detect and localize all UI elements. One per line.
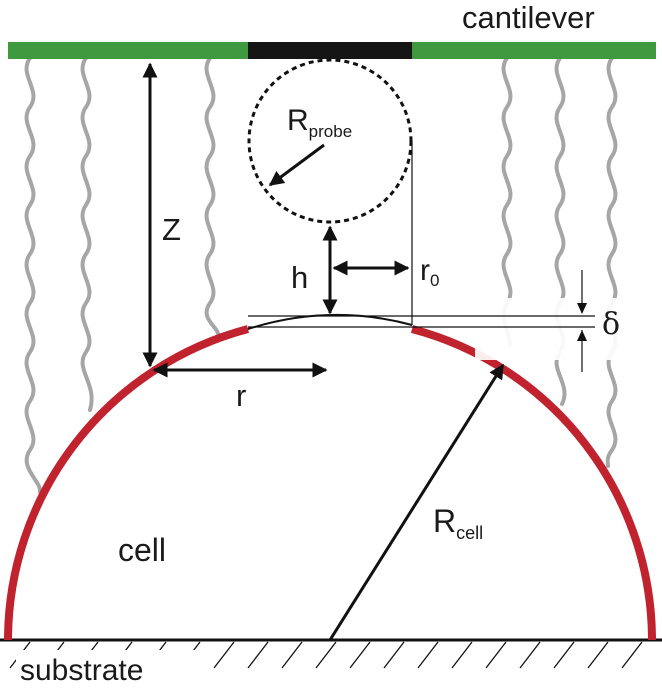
r-probe-label: Rprobe [287,104,352,141]
cantilever-bar-left [8,42,248,59]
z-label: Z [162,212,181,247]
cell-membrane [410,325,656,641]
tether-line [24,56,42,494]
h-label: h [291,260,308,295]
cell-membrane [4,325,250,641]
r-cell-arrow [328,363,505,641]
delta-label: δ [602,307,620,342]
r0-label: r0 [420,254,439,290]
tether-line [605,56,618,468]
indented-membrane [247,313,413,330]
delta-arrowhead-lower [577,330,587,341]
cantilever-bar-right [412,42,656,59]
r-probe-arrow [268,143,325,187]
probe-sphere [247,58,413,224]
r-label: r [236,378,246,413]
tethers [24,56,618,494]
cantilever-tip [248,42,412,59]
delta-label-bg [475,298,625,360]
tether-line [204,56,221,340]
tether-line [80,56,94,412]
delta-arrowhead-upper [577,303,587,314]
cantilever-label: cantilever [462,0,595,35]
r-cell-label: Rcell [433,503,483,543]
cell-label: cell [118,532,166,568]
substrate-label-bg [16,650,212,686]
substrate-label: substrate [20,654,143,687]
